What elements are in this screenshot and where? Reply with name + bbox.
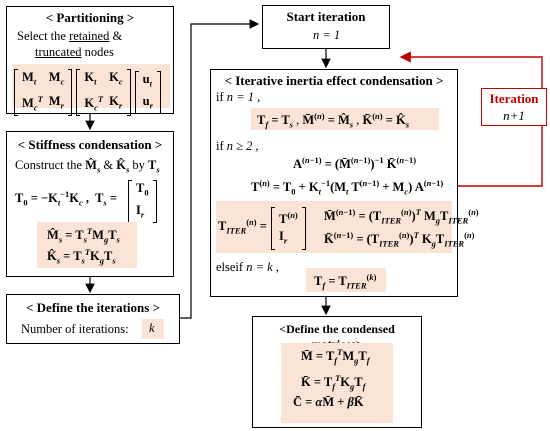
condensed-equations: M̄ = TfTMgTf K̄ = TfTKgTf C̄ = αM̄ + βK̄ (281, 343, 393, 423)
iteration-label-box: Iteration n+1 (481, 88, 547, 126)
stiffness-condensation-box: < Stiffness condensation > Construct the… (6, 131, 174, 277)
iteration-label: Iteration (489, 91, 539, 106)
condensed-matrices-box: <Define the condensed matrices> M̄ = TfT… (252, 316, 422, 428)
define-iterations-box: < Define the iterations > Number of iter… (6, 294, 180, 344)
define-iterations-title: < Define the iterations > (26, 300, 160, 315)
if-n2: if n ≥ 2 , (216, 139, 259, 153)
partitioning-box: < Partitioning > Select the retained & t… (6, 6, 174, 117)
titer-matrix: T(n) Ir (271, 207, 306, 250)
iteration-n-plus-1: n+1 (503, 108, 525, 123)
start-title: Start iteration (286, 9, 366, 24)
n1-assignments: Tf = Ts , M̄(n) = M̂s , K̄(n) = K̂s (251, 108, 439, 130)
stiffness-construct-line: Construct the M̂s & K̂s by Ts (15, 158, 160, 175)
start-iteration-box: Start iteration n = 1 (262, 5, 390, 49)
ms-ks-equations: M̂s = TsTMgTs K̂s = TsTKgTs (37, 222, 137, 268)
iterative-condensation-box: < Iterative inertia effect condensation … (210, 69, 479, 297)
t0-equation: T0 = −Kt−1Kc , Ts = (15, 189, 117, 208)
titer-block: TITER(n) = T(n) Ir M̄(n−1) = (TITER(n))T… (216, 201, 479, 253)
a-equation: A(n−1) = (M̄(n−1))−1 K̄(n−1) (293, 155, 417, 172)
t-update-equation: T(n) = T0 + Kt−1(Mt T(n−1) + Mc) A(n−1) (251, 178, 444, 197)
partitioning-instruction: Select the retained & (17, 29, 123, 43)
iterations-label: Number of iterations: (21, 322, 129, 336)
ts-matrix: T0 Ir (128, 180, 157, 223)
start-n-equation: n = 1 (313, 28, 341, 42)
stiffness-title: < Stiffness condensation > (17, 137, 163, 152)
partitioning-title: < Partitioning > (45, 10, 135, 25)
tf-final: Tf = TITER(k) (306, 268, 386, 292)
iterative-title: < Iterative inertia effect condensation … (224, 73, 444, 88)
partitioning-instruction-2: truncated nodes (35, 45, 114, 59)
displacement-vector: ut ur (134, 71, 162, 115)
iterations-value: k (149, 321, 155, 335)
iterations-value-box: k (142, 319, 164, 339)
elseif-nk: elseif n = k , (216, 260, 279, 274)
if-n1: if n = 1 , (216, 90, 261, 104)
